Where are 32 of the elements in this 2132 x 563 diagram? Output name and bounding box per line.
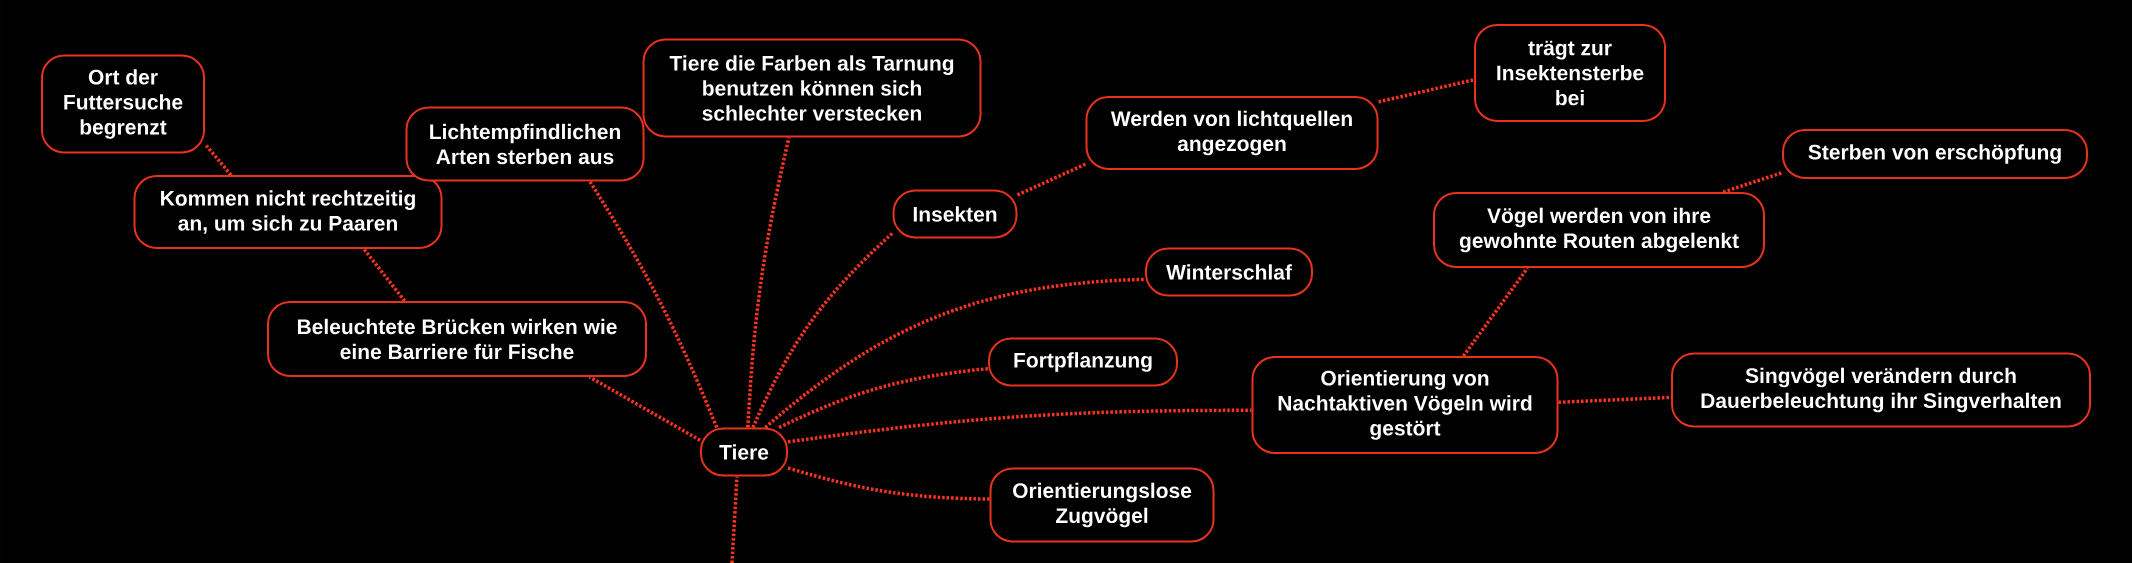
topic-box: Winterschlaf	[1145, 247, 1313, 297]
connector-line	[778, 366, 989, 430]
connector-line	[362, 247, 407, 303]
topic-box: Tiere	[700, 427, 788, 477]
connector-line	[1558, 395, 1672, 405]
connector-line	[1462, 266, 1529, 358]
connector-line	[1016, 162, 1087, 197]
connector-line	[730, 476, 739, 563]
connector-line	[764, 277, 1146, 429]
topic-box: Fortpflanzung	[988, 337, 1178, 387]
topic-box: Orientierungslose Zugvögel	[989, 467, 1215, 543]
topic-box: Beleuchtete Brücken wirken wie eine Barriere für Fische	[267, 301, 647, 377]
topic-box: Tiere die Farben als Tarnung benutzen können sich schlechter verstecken	[642, 38, 982, 138]
topic-box: Sterben von erschöpfung	[1782, 129, 2088, 179]
topic-box: Kommen nicht rechtzeitig an, um sich zu Paaren	[133, 175, 443, 249]
topic-box: trägt zur Insektensterbe bei	[1474, 24, 1666, 122]
connector-line	[588, 375, 701, 442]
topic-box: Werden von lichtquellen angezogen	[1085, 96, 1379, 170]
topic-box: Singvögel verändern durch Dauerbeleuchtung ihr Singverhalten	[1671, 352, 2091, 428]
topic-box: Vögel werden von ihre gewohnte Routen abgelenkt	[1433, 192, 1765, 268]
connector-line	[588, 180, 719, 429]
topic-box: Insekten	[892, 189, 1018, 239]
connector-line	[787, 466, 990, 501]
connector-line	[203, 142, 233, 177]
connector-line	[751, 231, 894, 429]
topic-box: Ort der Futtersuche begrenzt	[41, 54, 205, 154]
connector-line	[787, 408, 1252, 444]
topic-box: Orientierung von Nachtaktiven Vögeln wird gestört	[1251, 356, 1559, 454]
topic-box: Lichtempfindlichen Arten sterben aus	[405, 106, 645, 182]
connector-line	[1378, 78, 1475, 104]
connector-line	[1722, 171, 1783, 194]
connector-line	[746, 137, 791, 428]
